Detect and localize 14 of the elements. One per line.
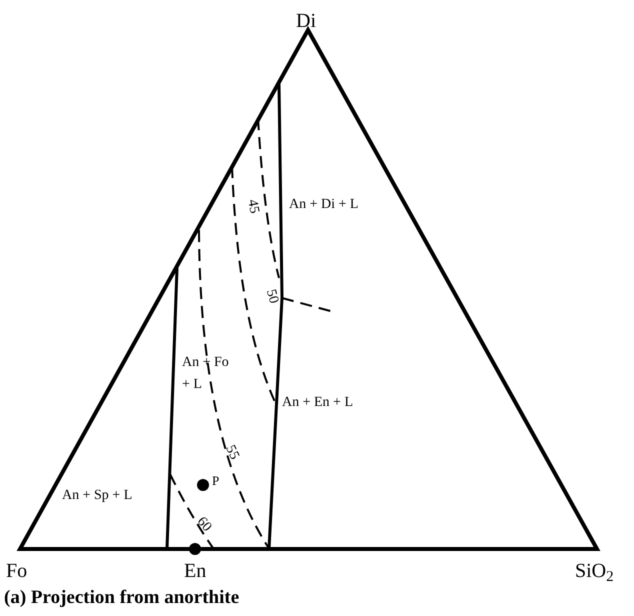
vertex-label: En [184, 559, 206, 584]
contour-value: 45 [243, 198, 263, 216]
vertex-label: Fo [6, 559, 28, 584]
phase-field-label: An + En + L [282, 394, 354, 412]
contour-value: 55 [221, 442, 243, 464]
vertex-label: Di [296, 9, 316, 34]
point-label: P [212, 472, 220, 490]
figure-caption: (a) Projection from anorthite [4, 586, 240, 610]
contour-value: 50 [262, 287, 282, 306]
phase-field-label: An + Sp + L [62, 487, 132, 505]
contour-value: 60 [192, 513, 216, 537]
vertex-label: SiO$_{2}$ [575, 559, 614, 586]
phase-field-label: An + Fo + L [182, 354, 230, 394]
phase-field-label: An + Di + L [289, 196, 358, 214]
